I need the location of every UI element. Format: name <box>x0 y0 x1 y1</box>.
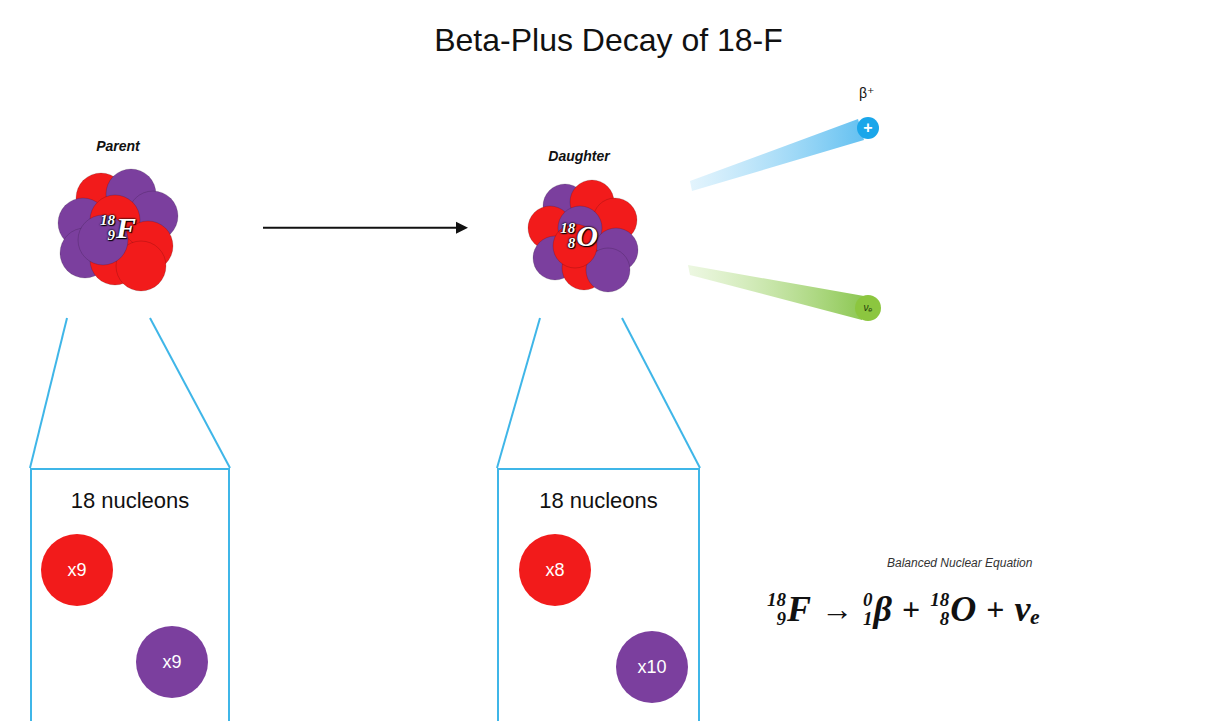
nuclide-symbol: 188O <box>520 178 638 293</box>
zoom-box: 18 nucleons x9 x9 <box>30 468 230 721</box>
equation-term: νₑ <box>1014 591 1040 627</box>
count-label: x9 <box>67 560 86 581</box>
reaction-arrow <box>263 222 468 234</box>
particle-label: β⁺ <box>859 85 874 101</box>
element-symbol: F <box>116 213 136 243</box>
nucleus: Daughter188O <box>520 178 638 293</box>
particle-sign: νₑ <box>864 303 873 313</box>
box-heading: 18 nucleons <box>32 488 228 514</box>
zoom-line <box>622 318 700 468</box>
diagram-title: Beta-Plus Decay of 18-F <box>0 22 1217 59</box>
particle: νₑ <box>855 295 881 321</box>
zoom-line <box>150 318 230 468</box>
atomic-number: 8 <box>940 609 950 628</box>
nucleon-circle: x10 <box>616 631 688 703</box>
mass-number: 18 <box>560 221 575 236</box>
node-heading: Parent <box>53 138 183 154</box>
nucleon-circle: x9 <box>136 626 208 698</box>
mass-number: 18 <box>930 590 949 609</box>
count-label: x8 <box>545 560 564 581</box>
nucleon-circle: x9 <box>41 534 113 606</box>
nucleon-circle: x8 <box>519 534 591 606</box>
count-label: x9 <box>162 652 181 673</box>
mass-number: 18 <box>100 213 115 228</box>
nuclide-symbol: 189F <box>53 168 183 288</box>
equation-operator: → <box>821 593 853 625</box>
prescripts: 188 <box>930 590 949 628</box>
prescripts: 189 <box>100 213 115 243</box>
equation-symbol: O <box>950 591 976 627</box>
particle-sign: + <box>863 120 872 136</box>
prescripts: 188 <box>560 221 575 251</box>
equation-symbol: F <box>787 591 811 627</box>
prescripts: 189 <box>767 590 786 628</box>
equation-operator: + <box>902 593 920 625</box>
equation-term: + <box>902 593 920 625</box>
equation-operator: + <box>986 593 1004 625</box>
arrow-head <box>456 222 468 234</box>
mass-number: 18 <box>767 590 786 609</box>
element-symbol: O <box>576 221 598 251</box>
nuclear-equation: 189F→01β+188O+νₑ <box>762 590 1045 628</box>
box-heading: 18 nucleons <box>499 488 698 514</box>
equation-symbol: νₑ <box>1014 591 1040 627</box>
zoom-line <box>30 318 67 468</box>
equation-term: 188O <box>930 590 976 628</box>
equation-term: + <box>986 593 1004 625</box>
arrow-shaft <box>263 227 458 229</box>
atomic-number: 8 <box>568 236 576 251</box>
particle: β⁺+ <box>857 117 879 139</box>
positron-trail <box>690 119 864 191</box>
equation-symbol: β <box>874 591 892 627</box>
equation-term: → <box>821 593 853 625</box>
count-label: x10 <box>637 657 666 678</box>
zoom-line <box>497 318 540 468</box>
atomic-number: 9 <box>777 609 787 628</box>
equation-caption: Balanced Nuclear Equation <box>887 556 1032 570</box>
equation-term: 189F <box>767 590 811 628</box>
atomic-number: 1 <box>863 609 873 628</box>
mass-number: 0 <box>863 590 873 609</box>
nucleus: Parent189F <box>53 168 183 288</box>
atomic-number: 9 <box>107 228 115 243</box>
prescripts: 01 <box>863 590 873 628</box>
zoom-box: 18 nucleons x8 x10 <box>497 468 700 721</box>
node-heading: Daughter <box>520 148 638 164</box>
equation-term: 01β <box>863 590 892 628</box>
neutrino-trail <box>688 265 864 320</box>
